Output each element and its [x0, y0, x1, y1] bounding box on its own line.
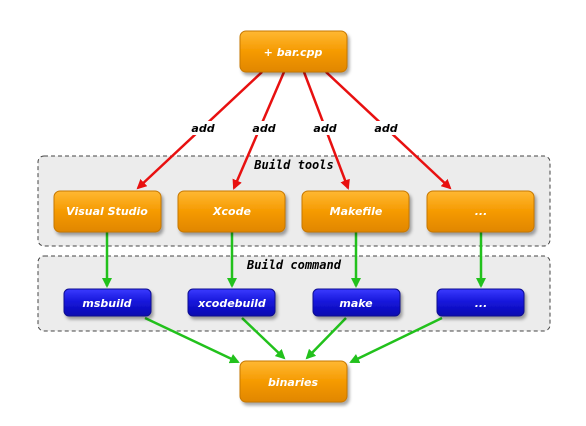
node-xcodebuild	[187, 288, 276, 317]
node-binaries-label: binaries	[268, 376, 319, 389]
group-build-tools	[37, 155, 551, 247]
node-source-label: + bar.cpp	[264, 46, 323, 59]
green-edges-commands-binaries	[144, 316, 443, 364]
node-binaries	[239, 360, 348, 403]
command-nodes	[63, 288, 525, 317]
node-source	[239, 30, 348, 73]
node-make	[312, 288, 401, 317]
node-xcode	[177, 190, 286, 233]
node-command-other	[436, 288, 525, 317]
node-xcode-label: Xcode	[212, 205, 251, 218]
green-edges-tools-commands	[102, 232, 486, 288]
group-build-tools-label: Build tools	[253, 158, 333, 172]
edge-label-4: add	[374, 122, 397, 135]
node-visual-studio	[53, 190, 162, 233]
node-visual-studio-label: Visual Studio	[66, 205, 148, 218]
edge-labels: add add add add	[190, 121, 399, 135]
node-command-other-label: ...	[475, 297, 488, 310]
tool-nodes	[53, 190, 535, 233]
group-build-command	[37, 255, 551, 332]
edge-label-3: add	[313, 122, 336, 135]
edge-label-1: add	[191, 122, 214, 135]
node-make-label: make	[339, 297, 373, 310]
node-makefile	[301, 190, 410, 233]
node-msbuild	[63, 288, 152, 317]
node-makefile-label: Makefile	[330, 205, 383, 218]
node-tool-other	[426, 190, 535, 233]
node-tool-other-label: ...	[475, 205, 488, 218]
edge-label-2: add	[252, 122, 275, 135]
node-xcodebuild-label: xcodebuild	[197, 297, 266, 310]
group-build-command-label: Build command	[246, 258, 342, 272]
node-msbuild-label: msbuild	[82, 297, 131, 310]
